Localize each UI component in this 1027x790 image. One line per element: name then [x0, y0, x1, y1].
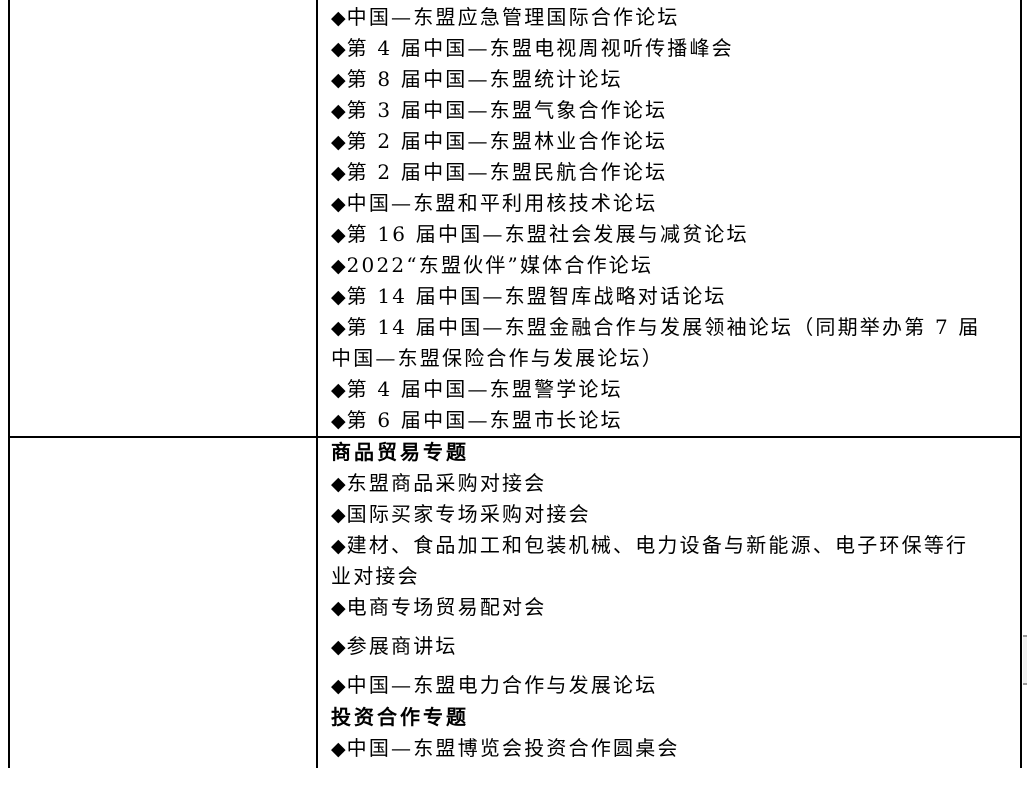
table-row-divider [8, 436, 1022, 438]
left-cell-bottom [10, 438, 316, 768]
list-item: ◆东盟商品采购对接会 [331, 471, 547, 495]
list-item: ◆第 6 届中国—东盟市长论坛 [331, 408, 623, 432]
forum-list-cell: ◆中国—东盟应急管理国际合作论坛 ◆第 4 届中国—东盟电视周视听传播峰会 ◆第… [331, 0, 1016, 436]
diamond-bullet-icon: ◆ [331, 636, 346, 658]
list-item: ◆第 4 届中国—东盟电视周视听传播峰会 [331, 36, 734, 60]
diamond-bullet-icon: ◆ [331, 7, 346, 29]
list-item: ◆中国—东盟应急管理国际合作论坛 [331, 5, 680, 29]
diamond-bullet-icon: ◆ [331, 535, 346, 557]
diamond-bullet-icon: ◆ [331, 738, 346, 760]
list-item-continuation: 中国—东盟保险合作与发展论坛） [331, 346, 664, 370]
list-item: ◆第 3 届中国—东盟气象合作论坛 [331, 98, 668, 122]
diamond-bullet-icon: ◆ [331, 38, 346, 60]
diamond-bullet-icon: ◆ [331, 193, 346, 215]
list-item: ◆国际买家专场采购对接会 [331, 502, 591, 526]
table-left-border [8, 0, 10, 768]
list-item: ◆第 14 届中国—东盟智库战略对话论坛 [331, 284, 727, 308]
section-heading-investment: 投资合作专题 [331, 705, 469, 729]
margin-marker [1023, 635, 1027, 685]
list-item-continuation: 业对接会 [331, 564, 420, 588]
table-column-divider [316, 0, 318, 768]
list-item: ◆中国—东盟电力合作与发展论坛 [331, 673, 658, 697]
list-item: ◆中国—东盟和平利用核技术论坛 [331, 191, 658, 215]
diamond-bullet-icon: ◆ [331, 317, 346, 339]
list-item: ◆电商专场贸易配对会 [331, 595, 547, 619]
list-item: ◆建材、食品加工和包装机械、电力设备与新能源、电子环保等行 [331, 533, 969, 557]
trade-investment-cell: 商品贸易专题 ◆东盟商品采购对接会 ◆国际买家专场采购对接会 ◆建材、食品加工和… [331, 438, 1016, 768]
list-item: ◆参展商讲坛 [331, 634, 458, 658]
list-item: ◆2022“东盟伙伴”媒体合作论坛 [331, 253, 654, 277]
diamond-bullet-icon: ◆ [331, 100, 346, 122]
diamond-bullet-icon: ◆ [331, 473, 346, 495]
list-item: ◆第 8 届中国—东盟统计论坛 [331, 67, 623, 91]
diamond-bullet-icon: ◆ [331, 597, 346, 619]
diamond-bullet-icon: ◆ [331, 504, 346, 526]
diamond-bullet-icon: ◆ [331, 255, 346, 277]
list-item: ◆第 16 届中国—东盟社会发展与减贫论坛 [331, 222, 749, 246]
diamond-bullet-icon: ◆ [331, 410, 346, 432]
list-item: ◆第 2 届中国—东盟林业合作论坛 [331, 129, 668, 153]
diamond-bullet-icon: ◆ [331, 69, 346, 91]
diamond-bullet-icon: ◆ [331, 131, 346, 153]
left-cell-top [10, 0, 316, 436]
diamond-bullet-icon: ◆ [331, 224, 346, 246]
list-item: ◆第 4 届中国—东盟警学论坛 [331, 377, 623, 401]
section-heading-trade: 商品贸易专题 [331, 440, 469, 464]
diamond-bullet-icon: ◆ [331, 162, 346, 184]
list-item: ◆第 2 届中国—东盟民航合作论坛 [331, 160, 668, 184]
diamond-bullet-icon: ◆ [331, 379, 346, 401]
list-item: ◆第 14 届中国—东盟金融合作与发展领袖论坛（同期举办第 7 届 [331, 315, 981, 339]
diamond-bullet-icon: ◆ [331, 286, 346, 308]
list-item: ◆中国—东盟博览会投资合作圆桌会 [331, 736, 680, 760]
table-right-border [1020, 0, 1022, 768]
diamond-bullet-icon: ◆ [331, 675, 346, 697]
